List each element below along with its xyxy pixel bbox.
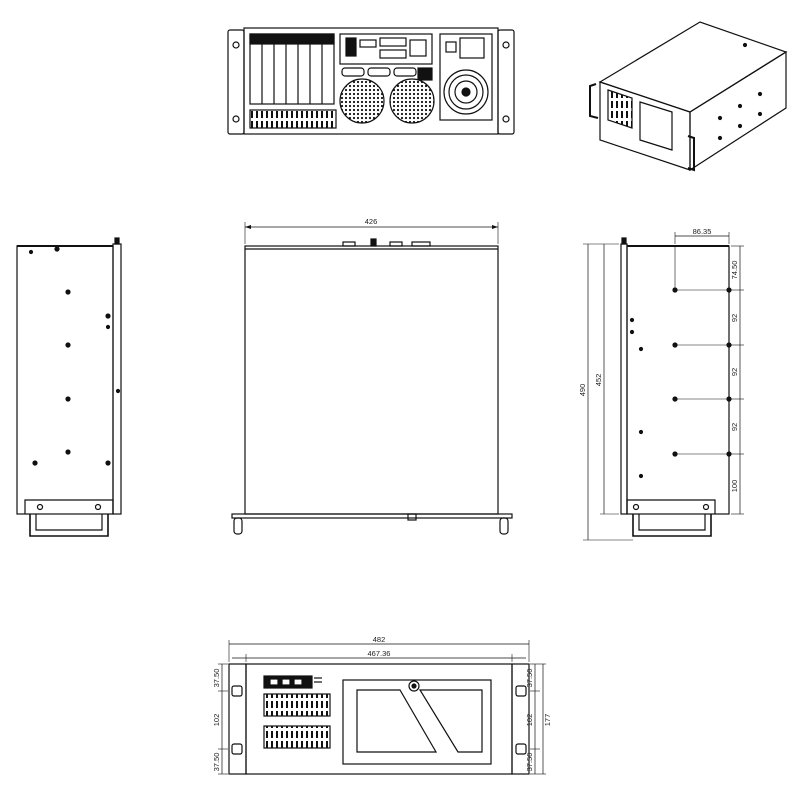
dim-front-left-bottom: 37.50 <box>212 753 221 772</box>
dim-inner-depth: 452 <box>594 374 603 387</box>
rear-bottom-vent <box>249 109 337 129</box>
left-side-handle <box>24 499 114 514</box>
dim-front-left-mid: 102 <box>212 714 221 727</box>
dim-front-inner-width: 467.36 <box>368 649 391 658</box>
power-inlet <box>459 37 485 59</box>
dim-seg-3: 92 <box>730 368 739 376</box>
door-lock <box>408 680 420 692</box>
left-side-panel <box>16 245 114 515</box>
dim-front-outer-width: 482 <box>373 635 386 644</box>
left-side-view <box>16 237 122 537</box>
front-panel-body <box>245 663 513 775</box>
rear-chassis-body <box>243 27 499 135</box>
dim-front-right-top: 37.50 <box>525 669 534 688</box>
dim-top-offset: 86.35 <box>693 227 712 236</box>
dim-top-width: 426 <box>365 217 378 226</box>
front-vent-lower <box>263 725 331 749</box>
dim-total-depth: 490 <box>578 384 587 397</box>
dim-front-right-bottom: 37.50 <box>525 753 534 772</box>
psu-fan <box>443 69 489 115</box>
power-supply <box>439 33 493 121</box>
front-vent-upper <box>263 693 331 717</box>
expansion-slots <box>249 33 335 105</box>
rear-view <box>227 27 515 135</box>
front-door <box>342 679 492 765</box>
rear-fan-right <box>389 78 435 124</box>
io-panel <box>339 33 433 65</box>
rear-fan-left <box>339 78 385 124</box>
right-side-panel <box>626 245 730 515</box>
dim-seg-5: 100 <box>730 480 739 493</box>
dim-seg-1: 74.50 <box>730 261 739 280</box>
rear-rack-ear-left <box>227 29 245 135</box>
dim-front-left-top: 37.50 <box>212 669 221 688</box>
isometric-view <box>589 21 788 172</box>
dim-seg-4: 92 <box>730 423 739 431</box>
dim-seg-2: 92 <box>730 314 739 322</box>
top-cover <box>244 245 499 515</box>
dim-front-right-mid: 102 <box>525 714 534 727</box>
dim-front-overall-height: 177 <box>543 714 552 727</box>
serial-ports <box>341 67 433 81</box>
top-view <box>231 222 513 535</box>
right-side-handle <box>626 499 716 514</box>
rear-rack-ear-right <box>497 29 515 135</box>
front-rack-ear-left <box>228 663 247 775</box>
iso-side-face <box>689 50 787 172</box>
front-view <box>218 640 546 775</box>
right-side-view <box>583 232 744 541</box>
